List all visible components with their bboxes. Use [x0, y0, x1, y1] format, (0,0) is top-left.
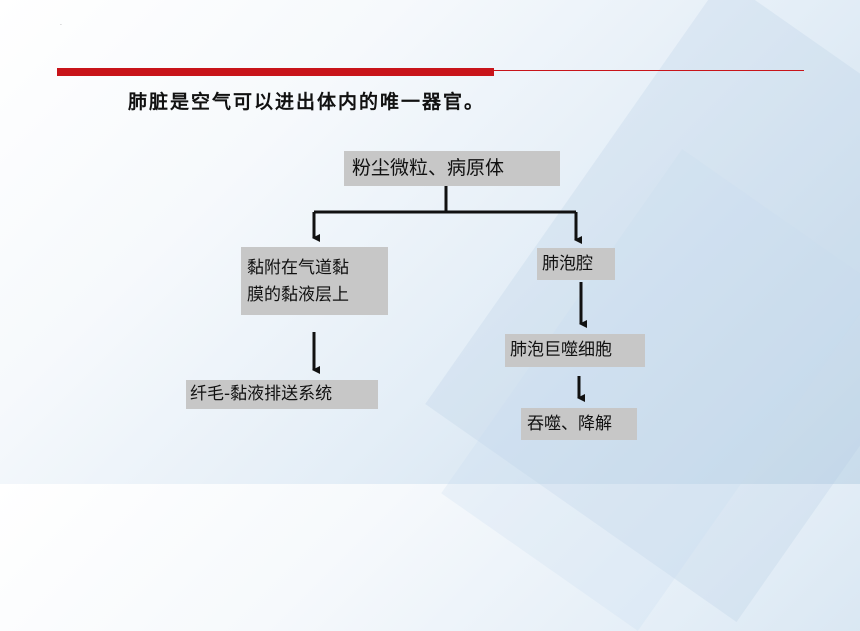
slide-subtitle: 肺脏是空气可以进出体内的唯一器官。 — [128, 91, 486, 113]
connector-arrows — [312, 186, 587, 402]
airway-mucus-line2: 膜的黏液层上 — [247, 285, 349, 305]
title-accent-bar — [57, 68, 494, 76]
alveolus-node: 肺泡腔 — [537, 248, 615, 280]
phagocytosis-node: 吞噬、降解 — [521, 408, 637, 440]
airway-mucus-node: 黏附在气道黏 膜的黏液层上 — [241, 247, 388, 315]
title-accent-line — [494, 70, 804, 71]
root-node: 粉尘微粒、病原体 — [344, 151, 560, 186]
cilia-mucus-node: 纤毛-黏液排送系统 — [186, 380, 378, 409]
dot-mark: · — [60, 22, 62, 29]
macrophage-node: 肺泡巨噬细胞 — [505, 334, 645, 367]
airway-mucus-line1: 黏附在气道黏 — [247, 258, 349, 278]
